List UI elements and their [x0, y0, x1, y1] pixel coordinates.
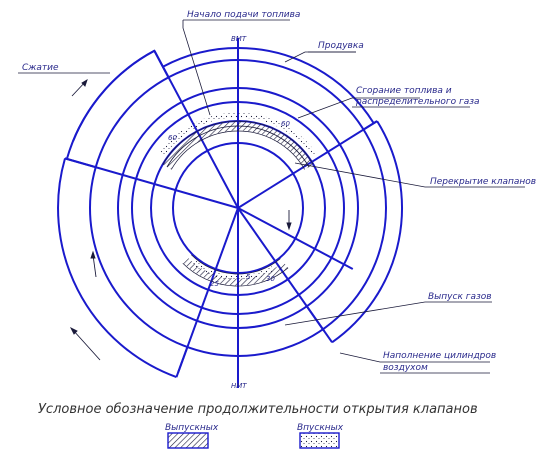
hatched-ring-top-edge: [166, 125, 310, 168]
legend-caption: Условное обозначение продолжительности о…: [38, 402, 478, 417]
hatched-ring-bottom: [183, 257, 288, 286]
arrow-left-bottom-head: [69, 326, 78, 335]
label-valve-overlap: Перекрытие клапанов: [430, 177, 536, 187]
arc-purge-outer: [162, 47, 239, 68]
thin-arc: [162, 120, 314, 165]
label-angle-top-left: 60: [168, 134, 177, 142]
arrow-right-mid-head: [286, 222, 292, 231]
leader-fuel-start: [182, 20, 211, 116]
arc-exhaust-outer: [331, 120, 403, 344]
label-bdc: НМТ: [231, 382, 247, 390]
radial-line: [177, 207, 239, 373]
radial-line: [237, 207, 354, 270]
arc-purge-outer-right: [237, 47, 375, 124]
label-fill-1: Наполнение цилиндров: [383, 351, 496, 361]
arc-compression-outer: [65, 49, 155, 160]
sector-compression: [72, 49, 170, 142]
arc-fill-outer: [57, 158, 177, 379]
dotted-ring-top: [159, 112, 317, 157]
arrow-left-mid: [92, 254, 97, 278]
thin-arc: [182, 262, 289, 287]
legend-exhaust-swatch: [167, 432, 209, 449]
label-angle-bottom-left: 25: [210, 280, 219, 288]
label-exhaust: Выпуск газов: [428, 292, 492, 302]
radial-line: [153, 50, 239, 209]
label-combustion-2: распределительного газа: [355, 97, 480, 107]
label-angle-bottom-right: 30: [266, 275, 275, 283]
leader-lines: [18, 19, 525, 374]
leader-fill: [339, 352, 490, 363]
label-fuel-start: Начало подачи топлива: [187, 10, 300, 20]
thin-arc: [191, 254, 281, 275]
legend-intake-label: Впускных: [297, 423, 344, 433]
leader-combustion: [297, 97, 420, 119]
label-angle-bottom-center: 5: [246, 273, 251, 281]
label-angle-top-right: 60: [281, 120, 290, 128]
arrow-left-mid-head: [90, 250, 96, 259]
arrow-left-bottom: [72, 329, 101, 361]
thin-arc: [170, 130, 306, 170]
label-compression: Сжатие: [22, 63, 59, 73]
label-tdc: ВМТ: [231, 35, 247, 43]
dotted-ring-bottom: [191, 259, 275, 281]
legend-intake-swatch: [299, 432, 340, 449]
label-purge: Продувка: [318, 41, 364, 51]
label-fill-2: воздухом: [383, 363, 428, 373]
legend-exhaust-label: Выпускных: [165, 423, 219, 433]
rotation-arrows: [69, 78, 292, 361]
arrow-compression-head: [81, 78, 88, 87]
radial-line: [64, 157, 239, 209]
leader-exhaust: [284, 301, 492, 326]
leader-overlap: [294, 162, 525, 188]
leader-purge: [284, 51, 356, 63]
label-combustion-1: Сгорание топлива и: [356, 86, 452, 96]
